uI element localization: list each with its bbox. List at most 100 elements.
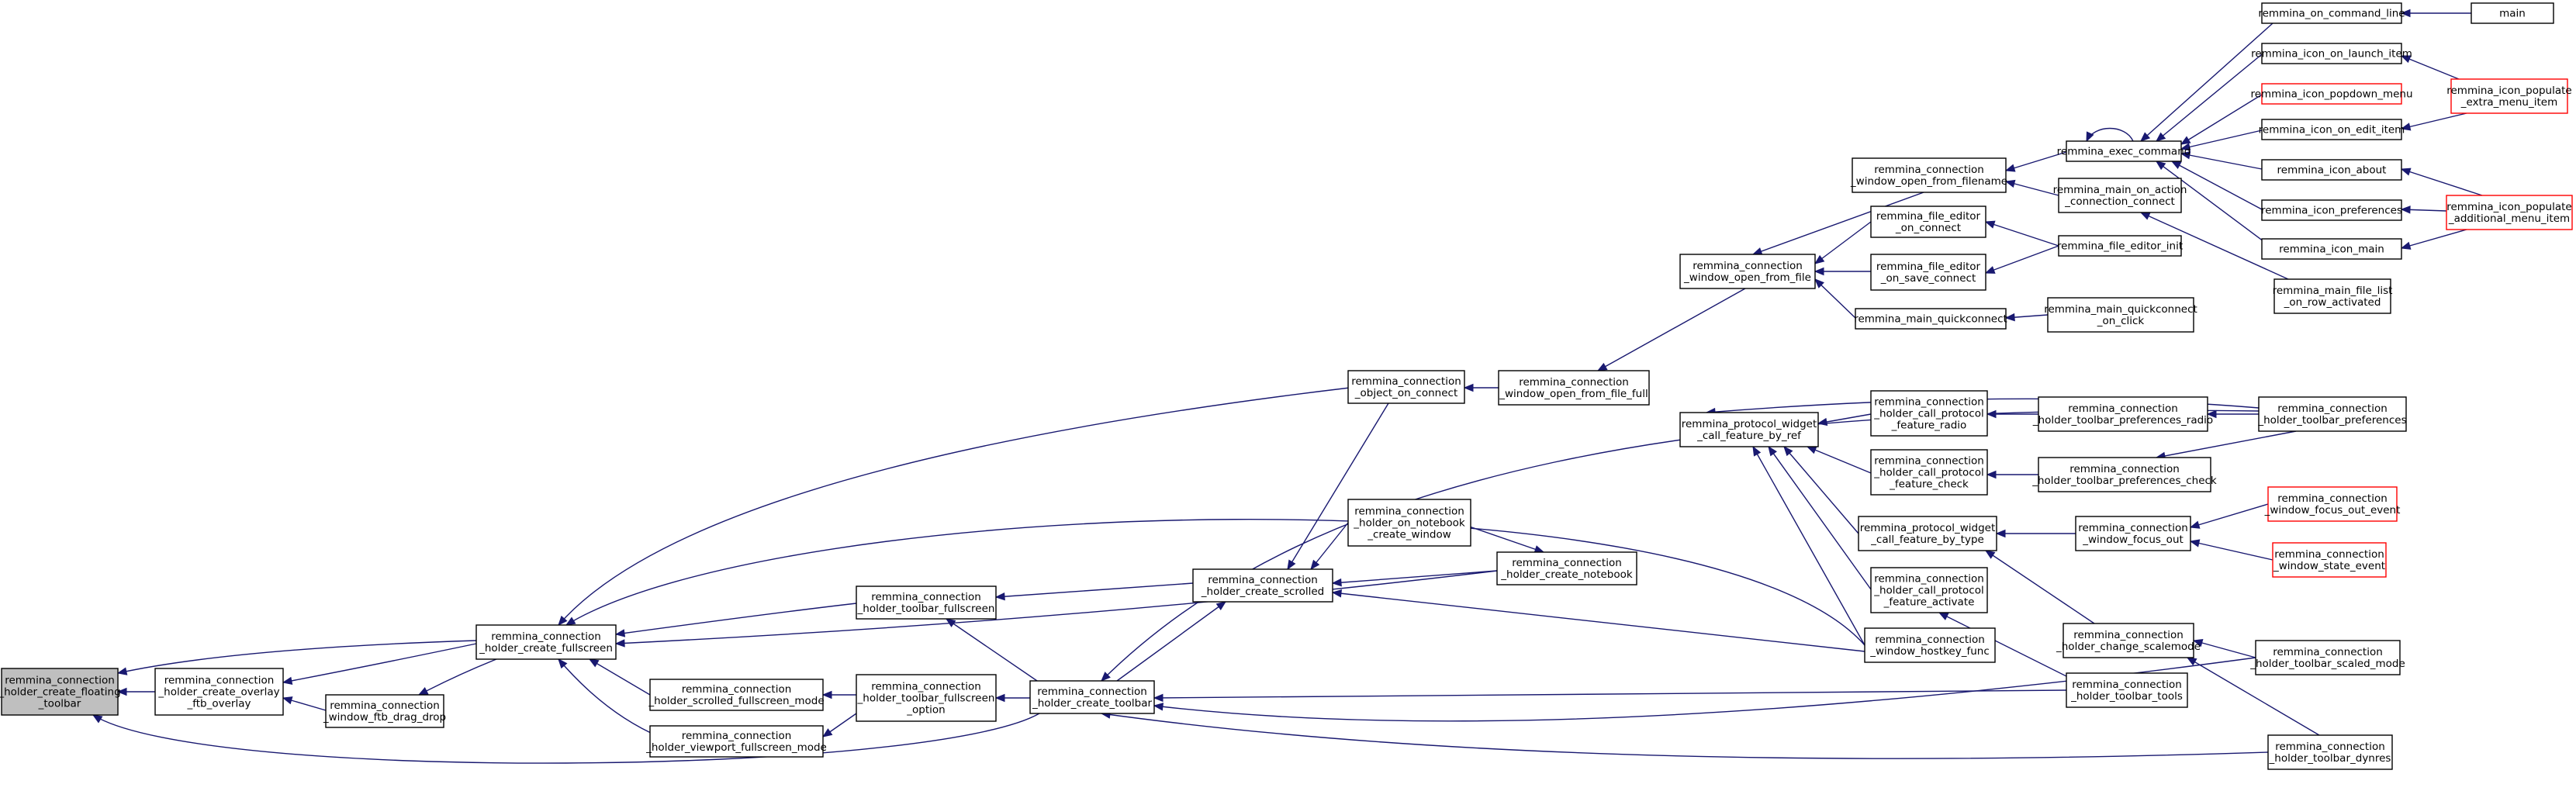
node-remmina-on-command-line[interactable]: remmina_on_command_line [2258, 2, 2405, 24]
node-remmina-connection-holder-toolbar-scaled-mode[interactable]: remmina_connection_holder_toolbar_scaled… [2249, 640, 2405, 675]
arrowhead [945, 618, 956, 627]
node-label-line: _on_connect [1895, 222, 1961, 234]
edge-line [2171, 161, 2263, 210]
arrowhead [2155, 161, 2166, 171]
edge-prefradio-calls-cp_radio [1986, 409, 2038, 419]
node-box [1029, 680, 1155, 714]
node-label-line: remmina_icon_popdown_menu [2250, 88, 2412, 101]
edge-tbtools-calls-toolbar [1153, 689, 2067, 703]
node-label-line: remmina_protocol_widget [1682, 418, 1817, 430]
node-remmina-connection-holder-create-notebook[interactable]: remmina_connection_holder_create_noteboo… [1496, 551, 1637, 585]
node-remmina-connection-window-open-from-file[interactable]: remmina_connection_window_open_from_file [1679, 254, 1816, 289]
node-box [2261, 2, 2402, 24]
node-remmina-protocol-widget-call-feature-by-ref[interactable]: remmina_protocol_widget_call_feature_by_… [1679, 412, 1819, 447]
node-remmina-connection-holder-toolbar-preferences-radio[interactable]: remmina_connection_holder_toolbar_prefer… [2032, 396, 2213, 432]
edge-line [1332, 592, 1865, 652]
node-label-line: remmina_icon_on_edit_item [2259, 124, 2405, 136]
edge-line [565, 519, 1865, 646]
node-remmina-connection-window-focus-out-event[interactable]: remmina_connection_window_focus_out_even… [2264, 486, 2401, 522]
node-box [2075, 516, 2191, 551]
arrowhead [2180, 136, 2191, 145]
node-remmina-connection-holder-create-floating-toolbar: remmina_connection_holder_create_floatin… [0, 668, 121, 716]
node-remmina-main-quickconnect-on-click[interactable]: remmina_main_quickconnect_on_click [2044, 297, 2197, 333]
node-box [2471, 2, 2554, 24]
arrowhead [1751, 247, 1763, 255]
edge-fe_connect-calls-openfile [1814, 221, 1872, 264]
node-main[interactable]: main [2471, 2, 2554, 24]
node-remmina-connection-window-focus-out[interactable]: remmina_connection_window_focus_out [2075, 516, 2191, 551]
edge-tbfsoption-calls-viewportfs [821, 713, 857, 737]
node-remmina-connection-holder-call-protocol-feature-radio[interactable]: remmina_connection_holder_call_protocol_… [1870, 390, 1988, 437]
node-label-line: remmina_connection [2072, 679, 2182, 691]
node-remmina-connection-holder-call-protocol-feature-activate[interactable]: remmina_connection_holder_call_protocol_… [1870, 567, 1988, 613]
node-remmina-connection-holder-create-overlay-ftb-overlay[interactable]: remmina_connection_holder_create_overlay… [154, 668, 284, 716]
node-remmina-connection-holder-viewport-fullscreen-mode[interactable]: remmina_connection_holder_viewport_fulls… [645, 725, 827, 758]
node-remmina-connection-object-on-connect[interactable]: remmina_connection_object_on_connect [1347, 370, 1465, 404]
node-remmina-connection-holder-create-toolbar[interactable]: remmina_connection_holder_create_toolbar [1029, 680, 1155, 714]
node-remmina-icon-populate-additional-menu-item[interactable]: remmina_icon_populate_additional_menu_it… [2446, 195, 2573, 230]
node-remmina-connection-holder-scrolled-fullscreen-mode[interactable]: remmina_connection_holder_scrolled_fulls… [648, 679, 825, 711]
node-box [1870, 254, 1986, 291]
edge-line [2180, 130, 2263, 150]
node-remmina-connection-holder-toolbar-fullscreen[interactable]: remmina_connection_holder_toolbar_fullsc… [856, 585, 997, 620]
node-box [1852, 157, 2007, 193]
node-label-line: remmina_main_file_list [2273, 285, 2393, 297]
node-label-line: _holder_toolbar_preferences_radio [2032, 414, 2213, 427]
node-remmina-main-file-list-on-row-activated[interactable]: remmina_main_file_list_on_row_activated [2273, 278, 2393, 314]
node-remmina-connection-holder-create-scrolled[interactable]: remmina_connection_holder_create_scrolle… [1192, 568, 1333, 603]
node-remmina-connection-holder-toolbar-preferences[interactable]: remmina_connection_holder_toolbar_prefer… [2257, 396, 2407, 432]
node-remmina-protocol-widget-call-feature-by-type[interactable]: remmina_protocol_widget_call_feature_by_… [1858, 516, 1997, 551]
node-remmina-connection-holder-toolbar-fullscreen-option[interactable]: remmina_connection_holder_toolbar_fullsc… [856, 674, 997, 722]
node-remmina-icon-main[interactable]: remmina_icon_main [2261, 238, 2402, 260]
node-remmina-file-editor-init[interactable]: remmina_file_editor_init [2057, 235, 2183, 257]
edge-scaledmode-calls-scalemode [2192, 638, 2256, 658]
node-remmina-icon-on-edit-item[interactable]: remmina_icon_on_edit_item [2259, 119, 2405, 140]
node-label-line: remmina_connection [1874, 164, 1984, 176]
node-remmina-file-editor-on-save-connect[interactable]: remmina_file_editor_on_save_connect [1870, 254, 1986, 291]
edge-notebookwin-calls-scrolled [1310, 522, 1349, 571]
edge-viewportfs-calls-fullscreen [558, 658, 660, 737]
node-remmina-connection-window-hostkey-func[interactable]: remmina_connection_window_hostkey_func [1864, 627, 1996, 663]
node-remmina-file-editor-on-connect[interactable]: remmina_file_editor_on_connect [1870, 206, 1986, 238]
node-remmina-connection-holder-toolbar-dynres[interactable]: remmina_connection_holder_toolbar_dynres [2267, 734, 2393, 770]
node-remmina-connection-holder-change-scalemode[interactable]: remmina_connection_holder_change_scalemo… [2056, 623, 2201, 658]
node-label-line: _window_ftb_drag_drop [323, 711, 446, 724]
node-remmina-connection-holder-on-notebook-create-window[interactable]: remmina_connection_holder_on_notebook_cr… [1347, 499, 1471, 547]
edge-extramenu-calls-edititem [2400, 112, 2467, 131]
node-remmina-main-on-action-connection-connect[interactable]: remmina_main_on_action_connection_connec… [2053, 178, 2187, 213]
edge-ftbdrag-calls-overlay [282, 696, 327, 711]
edge-line [1985, 245, 2059, 274]
arrowhead [821, 728, 833, 737]
node-remmina-connection-window-open-from-file-full[interactable]: remmina_connection_window_open_from_file… [1498, 370, 1650, 406]
node-remmina-icon-about[interactable]: remmina_icon_about [2261, 159, 2402, 181]
node-box [2261, 83, 2402, 105]
node-remmina-connection-window-ftb-drag-drop[interactable]: remmina_connection_window_ftb_drag_drop [323, 694, 446, 728]
edge-line [1814, 221, 1872, 264]
node-remmina-main-quickconnect[interactable]: remmina_main_quickconnect [1854, 308, 2007, 330]
node-remmina-connection-holder-toolbar-preferences-check[interactable]: remmina_connection_holder_toolbar_prefer… [2031, 457, 2217, 492]
edge-openfile-calls-openfull [1596, 288, 1746, 371]
node-label-line: _call_feature_by_type [1870, 534, 1984, 546]
arrowhead [2004, 164, 2016, 172]
edge-line [1985, 550, 2095, 624]
node-box [2258, 396, 2407, 432]
node-remmina-connection-holder-call-protocol-feature-check[interactable]: remmina_connection_holder_call_protocol_… [1870, 449, 1988, 496]
edge-line [2401, 112, 2467, 130]
edge-line [1287, 402, 1389, 570]
node-remmina-icon-on-launch-item[interactable]: remmina_icon_on_launch_item [2251, 43, 2412, 64]
node-remmina-icon-populate-extra-menu-item[interactable]: remmina_icon_populate_extra_menu_item [2446, 78, 2572, 114]
node-box [649, 725, 824, 758]
node-remmina-connection-holder-create-fullscreen[interactable]: remmina_connection_holder_create_fullscr… [475, 624, 617, 660]
node-remmina-connection-window-state-event[interactable]: remmina_connection_window_state_event [2272, 542, 2387, 578]
node-label-line: remmina_icon_about [2277, 164, 2387, 177]
node-remmina-exec-command[interactable]: remmina_exec_command [2057, 140, 2191, 162]
node-label-line: remmina_file_editor [1876, 210, 1981, 223]
edge-cmdline-calls-exec [2140, 22, 2273, 142]
node-box [2261, 199, 2402, 221]
node-box [2066, 140, 2182, 162]
node-remmina-connection-window-open-from-filename[interactable]: remmina_connection_window_open_from_file… [1850, 157, 2007, 193]
node-remmina-connection-holder-toolbar-tools[interactable]: remmina_connection_holder_toolbar_tools [2066, 672, 2188, 708]
node-remmina-icon-preferences[interactable]: remmina_icon_preferences [2261, 199, 2402, 221]
node-label-line: remmina_exec_command [2057, 146, 2191, 158]
node-remmina-icon-popdown-menu[interactable]: remmina_icon_popdown_menu [2250, 83, 2413, 105]
